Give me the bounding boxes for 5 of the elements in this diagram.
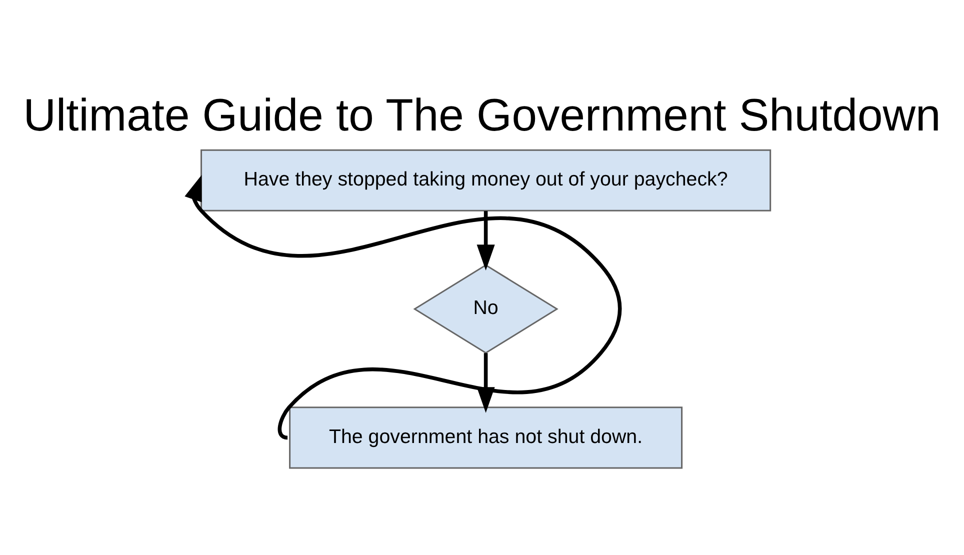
arrow (476, 210, 495, 270)
node-box: Have they stopped taking money out of your paycheck? (200, 148, 772, 211)
node-box: The government has not shut down. (289, 406, 683, 468)
diagram-title: Ultimate Guide to The Government Shutdown (23, 88, 941, 140)
node-diamond: No (413, 264, 558, 354)
